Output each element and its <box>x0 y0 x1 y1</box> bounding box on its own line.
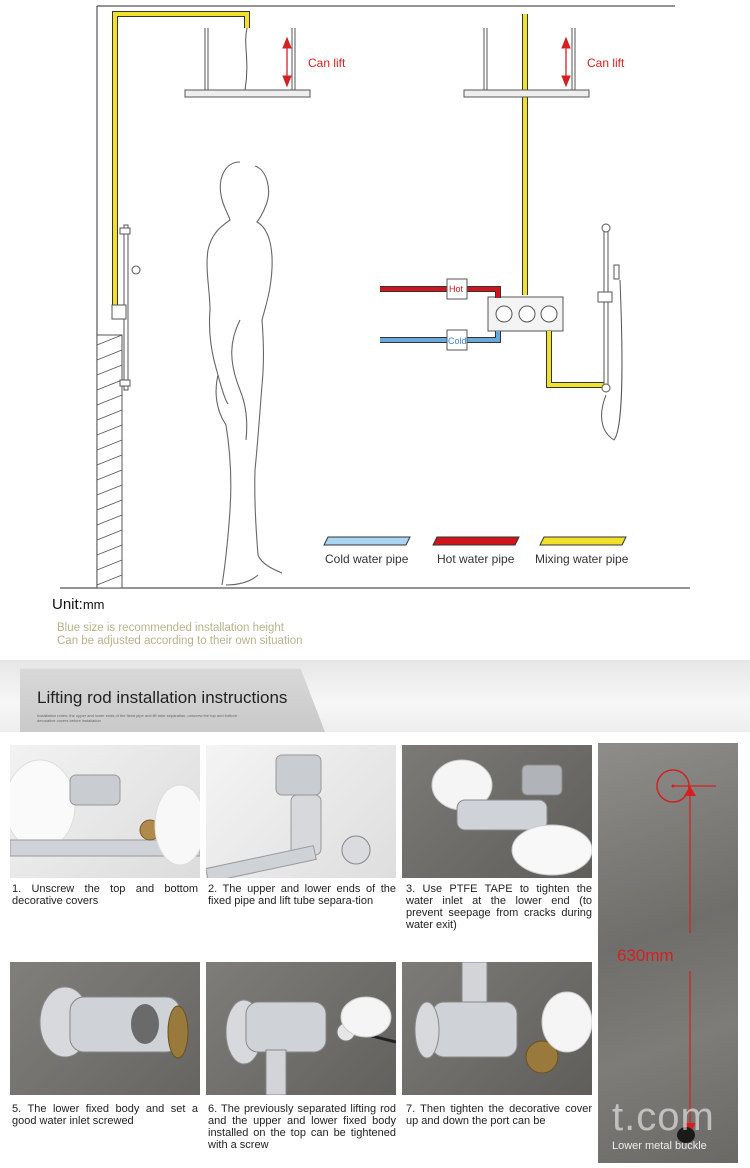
lift-arrow-right-icon <box>561 36 571 88</box>
mixing-pipe-handshower-outline <box>546 331 606 388</box>
left-shower-head <box>184 27 311 98</box>
cold-tag: Cold <box>448 336 467 346</box>
right-shower-head <box>463 28 590 98</box>
step-2-photo <box>206 745 396 878</box>
step-5-illustration <box>39 986 189 1059</box>
lower-metal-buckle-label: Lower metal buckle <box>612 1140 707 1152</box>
step-3-photo <box>402 745 592 878</box>
right-slide-rail <box>597 223 623 441</box>
step-3-illustration <box>431 759 592 876</box>
thermostatic-valve <box>487 296 564 332</box>
step-5-photo <box>10 962 200 1095</box>
measurement-photo <box>598 743 738 1163</box>
left-slide-rail <box>111 224 141 391</box>
installation-diagram: Hot Cold Can lift Can lift Cold water pi… <box>52 5 690 647</box>
step-2-caption: 2. The upper and lower ends of the fixed… <box>208 883 396 907</box>
dimension-length-label: 630mm <box>617 946 674 965</box>
diagram-drawing: Hot Cold <box>60 5 690 589</box>
note-line-1: Blue size is recommended installation he… <box>57 622 284 634</box>
legend-cold-swatch <box>323 536 411 546</box>
banner-title: Lifting rod installation instructions <box>37 688 288 707</box>
mixing-pipe-left <box>113 12 249 310</box>
step-1-photo <box>10 745 200 878</box>
section-banner <box>0 660 750 732</box>
can-lift-left-label: Can lift <box>308 56 346 70</box>
note-line-2: Can be adjusted according to their own s… <box>57 635 303 647</box>
step-7-caption: 7. Then tighten the decorative cover up … <box>406 1103 592 1127</box>
step-7-photo <box>402 962 592 1095</box>
measurement-overlay <box>656 769 716 1143</box>
step-7-illustration <box>414 962 592 1074</box>
wall-hatch <box>96 334 123 589</box>
legend-cold-label: Cold water pipe <box>325 552 409 566</box>
hot-tag-box <box>446 278 468 300</box>
mixing-pipe-left-outline <box>112 11 250 310</box>
step-6-caption: 6. The previously separated lifting rod … <box>208 1103 396 1151</box>
lift-arrow-left-icon <box>282 36 292 88</box>
hot-tag: Hot <box>449 284 464 294</box>
step-1-caption: 1. Unscrew the top and bottom decorative… <box>12 883 198 907</box>
unit-value: mm <box>82 597 105 612</box>
step-6-illustration <box>225 996 396 1095</box>
step-5-caption: 5. The lower fixed body and set a good w… <box>12 1103 198 1127</box>
banner-tab <box>20 668 325 732</box>
legend-hot-label: Hot water pipe <box>437 552 515 566</box>
legend-mixing-swatch <box>539 536 627 546</box>
cold-tag-box <box>446 329 468 351</box>
person-figure <box>206 161 283 586</box>
legend-hot-swatch <box>432 536 520 546</box>
lower-buckle-hole <box>677 1127 695 1143</box>
unit-label: Unit:mm <box>52 596 105 613</box>
step-2-illustration <box>206 754 371 878</box>
step-3-caption: 3. Use PTFE TAPE to tighten the water in… <box>406 883 592 931</box>
unit-prefix: Unit: <box>52 596 83 613</box>
hot-pipe <box>380 287 500 298</box>
can-lift-right-label: Can lift <box>587 56 625 70</box>
banner-subtitle: Installation notes: the upper and lower … <box>37 713 237 723</box>
mixing-pipe-handshower <box>547 331 606 387</box>
step-1-illustration <box>10 759 200 866</box>
legend-mixing-label: Mixing water pipe <box>535 552 629 566</box>
watermark: t.com <box>612 1095 715 1139</box>
cold-pipe <box>380 331 500 342</box>
step-6-photo <box>206 962 396 1095</box>
